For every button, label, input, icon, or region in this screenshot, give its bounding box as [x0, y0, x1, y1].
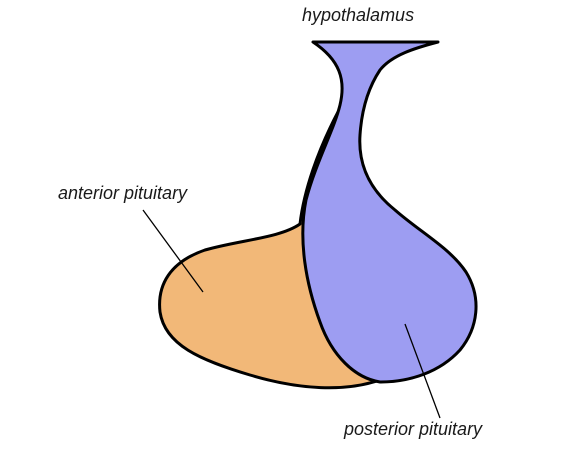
- posterior-leader-line: [404, 323, 441, 419]
- posterior-pituitary-shape: [301, 40, 478, 384]
- anterior-pituitary-label: anterior pituitary: [58, 183, 188, 203]
- hypothalamus-label: hypothalamus: [302, 5, 415, 25]
- anterior-leader-line: [142, 209, 204, 293]
- posterior-pituitary-label: posterior pituitary: [344, 419, 483, 439]
